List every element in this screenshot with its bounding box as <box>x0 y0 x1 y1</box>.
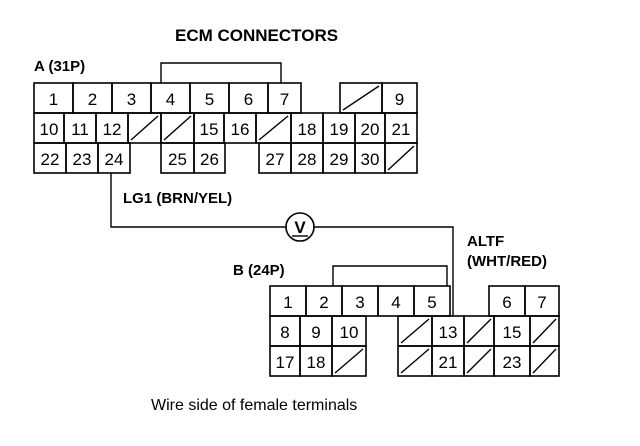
connector-a-pin-31-slash <box>387 145 415 171</box>
connector-b-pin-6-label: 6 <box>502 293 511 312</box>
connector-b-pin-24-slash <box>532 348 557 374</box>
connector-a-pin-16-label: 16 <box>231 120 250 139</box>
wire-b-label-line1: ALTF <box>467 233 504 250</box>
connector-b-pin-17-label: 17 <box>276 353 295 372</box>
wire-b-label-line2: (WHT/RED) <box>467 253 547 270</box>
connector-b-pin-23-label: 23 <box>503 353 522 372</box>
probe-wire-b <box>314 226 454 316</box>
connector-a-pin-12-label: 12 <box>103 120 122 139</box>
connector-a-pin-29-label: 29 <box>330 150 349 169</box>
connector-a-lock-tab <box>160 62 282 83</box>
connector-b-pin-20-slash <box>400 348 430 374</box>
connector-b-pin-15-label: 15 <box>503 323 522 342</box>
connector-a-pin-30-label: 30 <box>361 150 380 169</box>
connector-a-pin-14-slash <box>163 115 192 141</box>
connector-a-pin-7-label: 7 <box>280 90 289 109</box>
connector-b-row3: 17 18 21 23 <box>269 345 560 377</box>
connector-b-pin-14-slash <box>466 318 492 344</box>
connector-b-lock-tab <box>332 265 448 286</box>
connector-b-label: B (24P) <box>233 262 285 279</box>
connector-a-pin-5-label: 5 <box>205 90 214 109</box>
connector-b-pin-24-blank <box>529 345 560 377</box>
connector-b-pin-19-slash <box>334 348 364 374</box>
connector-a-pin-2-label: 2 <box>88 90 97 109</box>
connector-a-pin-17-slash <box>258 115 289 141</box>
connector-a-pin-15-label: 15 <box>200 120 219 139</box>
connector-a-pin-10-label: 10 <box>40 120 59 139</box>
connector-b-pin-18-label: 18 <box>307 353 326 372</box>
connector-a-pin-18-label: 18 <box>298 120 317 139</box>
connector-a-pin-4-label: 4 <box>166 90 175 109</box>
connector-b-pin-9-label: 9 <box>311 323 320 342</box>
connector-b-pin-1-label: 1 <box>283 293 292 312</box>
connector-a-label: A (31P) <box>34 58 85 75</box>
connector-b-pin-16-slash <box>532 318 557 344</box>
diagram-title: ECM CONNECTORS <box>175 26 338 45</box>
connector-a-row1: 1 2 3 4 5 6 7 9 <box>33 82 418 114</box>
connector-b-pin-8-label: 8 <box>280 323 289 342</box>
connector-b-pin-2-label: 2 <box>319 293 328 312</box>
connector-a-pin-21-label: 21 <box>392 120 411 139</box>
voltmeter-symbol: V <box>294 218 306 237</box>
connector-b-pin-19-blank <box>331 345 367 377</box>
connector-b-pin-7-label: 7 <box>537 293 546 312</box>
connector-a-pin-24 <box>97 142 131 174</box>
connector-a-pin-8-slash <box>342 85 380 111</box>
connector-b-pin-11-slash <box>400 318 430 344</box>
connector-a-pin-27-label: 27 <box>266 150 285 169</box>
voltmeter-icon: V <box>285 212 315 242</box>
connector-a-pin-6-label: 6 <box>244 90 253 109</box>
connector-b-pin-22-slash <box>466 348 492 374</box>
connector-a-pin-26-label: 26 <box>200 150 219 169</box>
connector-a-pin-11-label: 11 <box>71 120 89 139</box>
connector-a-pin-25-label: 25 <box>168 150 187 169</box>
connector-a-pin-31-blank <box>384 142 418 174</box>
connector-b-row1: 1 2 3 4 5 6 7 <box>269 285 560 317</box>
connector-a-pin-3-label: 3 <box>127 90 136 109</box>
connector-a-pin-23-label: 23 <box>73 150 92 169</box>
connector-b-pin-5-label: 5 <box>427 293 436 312</box>
connector-a-pin-1-label: 1 <box>49 90 58 109</box>
connector-a-pin-13-slash <box>130 115 159 141</box>
connector-b-pin-3-label: 3 <box>355 293 364 312</box>
connector-a-row3: 22 23 24 25 26 27 28 29 30 <box>33 142 418 174</box>
connector-a-pin-20-label: 20 <box>361 120 380 139</box>
connector-b-pin-10-label: 10 <box>340 323 359 342</box>
connector-a-pin-22-label: 22 <box>41 150 60 169</box>
connector-a-pin-28-label: 28 <box>298 150 317 169</box>
connector-b-pin-4-label: 4 <box>391 293 400 312</box>
connector-a-pin-24-label: 24 <box>105 150 124 169</box>
connector-a-pin-9-label: 9 <box>395 90 404 109</box>
connector-b-pin-13-label: 13 <box>439 323 458 342</box>
connector-a-row2: 10 11 12 15 16 18 19 20 21 <box>33 112 418 144</box>
connector-b-pin-21-label: 21 <box>439 353 458 372</box>
probe-wire-a <box>110 173 286 228</box>
connector-b-row2: 8 9 10 13 15 <box>269 315 560 347</box>
caption: Wire side of female terminals <box>151 397 357 414</box>
connector-a-pin-19-label: 19 <box>330 120 349 139</box>
wire-a-label: LG1 (BRN/YEL) <box>123 190 232 207</box>
connector-a-pin-26 <box>193 142 226 174</box>
